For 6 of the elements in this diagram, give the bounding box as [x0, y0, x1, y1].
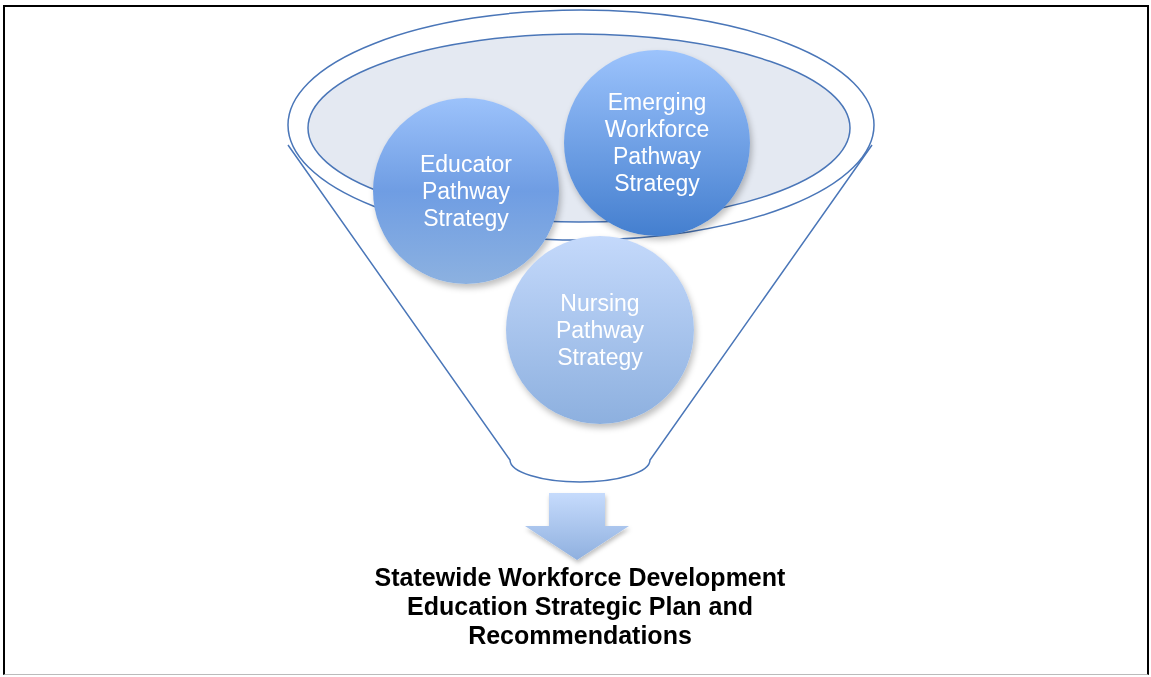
outcome-title: Statewide Workforce Development Education Strategic Plan and Recommendations	[373, 563, 787, 650]
circle-label: Nursing Pathway Strategy	[554, 289, 646, 371]
circle-label: Emerging Workforce Pathway Strategy	[603, 89, 711, 197]
block-arrow	[525, 493, 629, 560]
funnel-drawing	[285, 8, 877, 484]
circle-label: Educator Pathway Strategy	[418, 150, 514, 232]
